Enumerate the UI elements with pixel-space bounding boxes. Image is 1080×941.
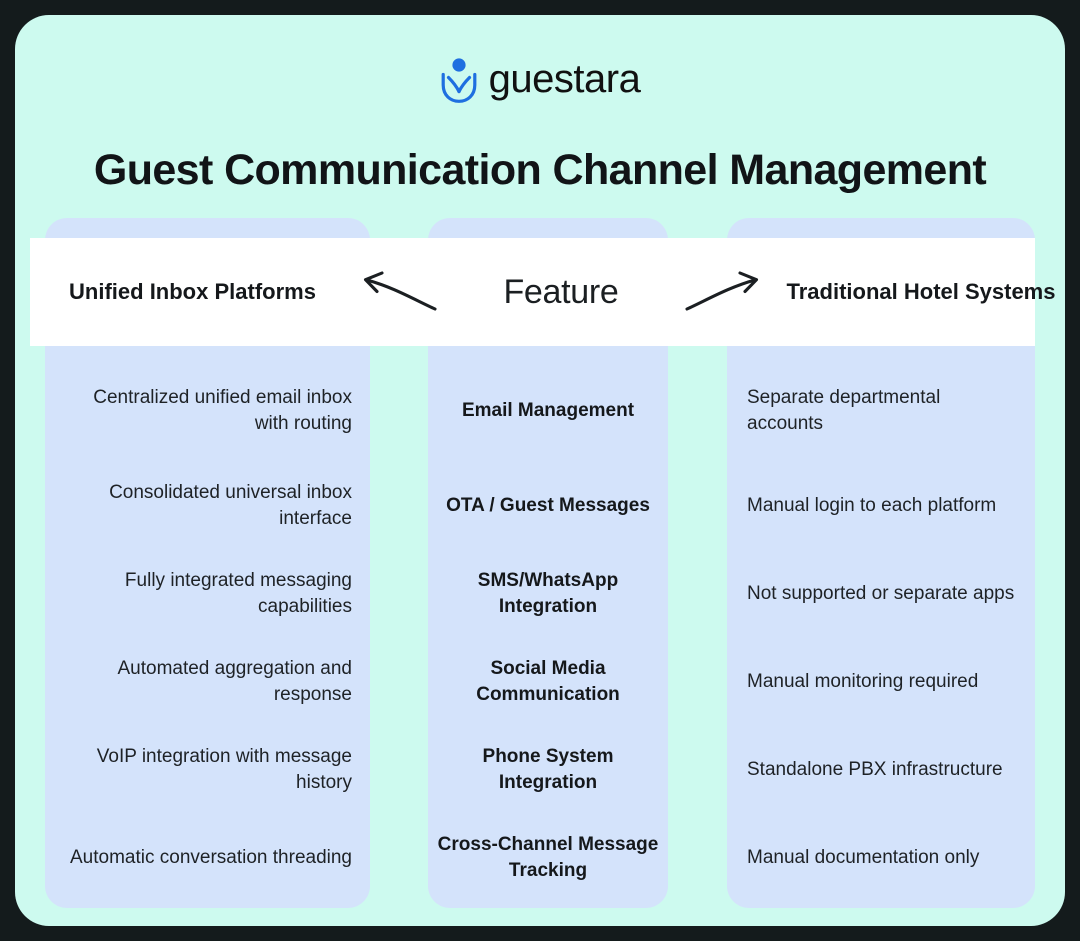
row-feature-label: Phone System Integration — [482, 745, 614, 793]
row-right-value: Manual documentation only — [747, 846, 980, 868]
table-row: Consolidated universal inbox interface O… — [45, 461, 1035, 551]
page-title: Guest Communication Channel Management — [93, 146, 987, 194]
table-row: Automatic conversation threading Cross-C… — [45, 813, 1035, 903]
right-arrow-slot — [681, 269, 767, 315]
row-left-value: Fully integrated messaging capabilities — [124, 569, 352, 617]
row-right-value: Manual monitoring required — [747, 670, 979, 692]
table-row: Automated aggregation and response Socia… — [45, 637, 1035, 727]
header-left-label: Unified Inbox Platforms — [69, 278, 316, 304]
row-feature-label: Email Management — [461, 399, 635, 421]
row-left-value: Centralized unified email inbox with rou… — [93, 386, 352, 434]
brand-name: guestara — [488, 56, 641, 101]
row-left-value: Automatic conversation threading — [70, 846, 352, 868]
table-row: VoIP integration with message history Ph… — [45, 725, 1035, 815]
row-right-value: Manual login to each platform — [747, 494, 997, 516]
row-left-value: Consolidated universal inbox interface — [109, 481, 352, 529]
row-feature-label: Cross-Channel Message Tracking — [437, 833, 659, 881]
left-arrow-slot — [355, 269, 441, 315]
brand-logo: guestara — [15, 57, 1065, 103]
table-header-band: Unified Inbox Platforms Feature Traditio… — [30, 238, 1055, 346]
row-feature-label: Social Media Communication — [476, 657, 620, 705]
row-right-value: Standalone PBX infrastructure — [747, 758, 1003, 780]
row-feature-label: OTA / Guest Messages — [446, 494, 650, 516]
curved-arrow-left-icon — [363, 271, 437, 311]
curved-arrow-right-icon — [685, 271, 759, 311]
row-feature-label: SMS/WhatsApp Integration — [477, 569, 619, 617]
table-row: Centralized unified email inbox with rou… — [45, 366, 1035, 456]
row-left-value: Automated aggregation and response — [117, 657, 352, 705]
comparison-rows: Centralized unified email inbox with rou… — [45, 218, 1035, 908]
row-right-value: Not supported or separate apps — [747, 582, 1015, 604]
infographic-card: guestara Guest Communication Channel Man… — [15, 15, 1065, 926]
row-right-value: Separate departmental accounts — [747, 386, 941, 434]
guestara-shield-x-logo-icon — [441, 58, 477, 103]
row-left-value: VoIP integration with message history — [96, 745, 352, 793]
header-right-label: Traditional Hotel Systems — [786, 278, 1056, 304]
table-row: Fully integrated messaging capabilities … — [45, 549, 1035, 639]
header-center-label: Feature — [503, 272, 619, 311]
